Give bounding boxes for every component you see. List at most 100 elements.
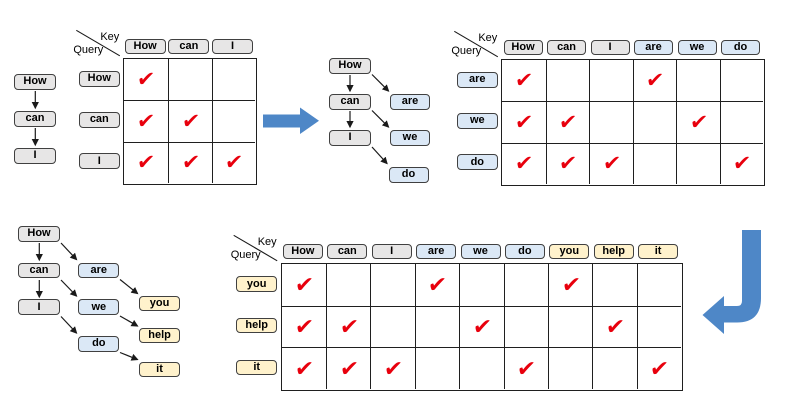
matrix-cell: ✔ — [124, 141, 168, 183]
checkmark-icon: ✔ — [293, 314, 315, 340]
matrix-cell — [370, 305, 415, 348]
axis-diagonal-line — [233, 234, 278, 262]
checkmark-icon: ✔ — [515, 355, 537, 381]
checkmark-icon: ✔ — [338, 314, 360, 340]
matrix-cell: ✔ — [281, 305, 327, 348]
checkmark-icon: ✔ — [136, 109, 157, 133]
matrix-cell: ✔ — [636, 347, 682, 390]
token-i: I — [18, 299, 60, 315]
edge-arrow-icon — [371, 146, 388, 165]
checkmark-icon: ✔ — [136, 151, 157, 175]
matrix-cell: ✔ — [167, 100, 212, 142]
token-how: How — [329, 58, 371, 74]
token-how: How — [18, 226, 60, 242]
matrix-cell — [326, 264, 370, 306]
key-token-can: can — [547, 39, 587, 55]
matrix-cell — [414, 305, 460, 348]
token-can: can — [18, 262, 60, 279]
matrix-cell: ✔ — [167, 141, 212, 183]
checkmark-icon: ✔ — [601, 152, 622, 176]
matrix-cell — [676, 60, 720, 102]
query-token-we: we — [456, 113, 498, 129]
key-token-are: are — [634, 39, 674, 55]
checkmark-icon: ✔ — [688, 110, 709, 134]
matrix-cell: ✔ — [548, 264, 592, 306]
token-you: you — [139, 296, 180, 311]
matrix-cell — [636, 305, 682, 348]
key-token-do: do — [721, 39, 761, 55]
flow-arrow-down-left-icon — [702, 230, 761, 334]
key-axis-label: Key — [100, 31, 120, 44]
key-token-we: we — [460, 243, 501, 259]
checkmark-icon: ✔ — [338, 355, 360, 381]
matrix-cell — [589, 101, 633, 143]
matrix-cell: ✔ — [502, 142, 546, 184]
matrix-cell — [548, 305, 593, 348]
matrix-cell: ✔ — [545, 101, 590, 143]
checkmark-icon: ✔ — [382, 355, 404, 381]
query-axis-label: Query — [451, 44, 482, 57]
token-are: are — [390, 94, 430, 110]
matrix-cell — [459, 347, 504, 390]
matrix-cell — [503, 305, 549, 348]
query-token-it: it — [236, 359, 278, 375]
key-token-do: do — [504, 243, 545, 259]
token-are: are — [78, 262, 120, 279]
token-help: help — [139, 328, 180, 344]
query-axis-label: Query — [73, 43, 104, 56]
key-token-i: I — [212, 38, 254, 54]
matrix-cell — [632, 142, 677, 184]
checkmark-icon: ✔ — [560, 272, 582, 298]
matrix-cell — [211, 100, 256, 142]
checkmark-icon: ✔ — [558, 110, 579, 134]
matrix-cell — [167, 59, 212, 101]
checkmark-icon: ✔ — [514, 110, 535, 134]
checkmark-icon: ✔ — [649, 355, 671, 381]
axis-diagonal-line — [454, 30, 499, 58]
matrix-cell: ✔ — [211, 141, 256, 183]
matrix-cell — [632, 101, 677, 143]
key-token-can: can — [168, 38, 210, 54]
matrix-cell — [545, 60, 590, 102]
query-token-i: I — [78, 153, 120, 169]
matrix-cell: ✔ — [281, 347, 327, 389]
matrix-cell — [719, 101, 764, 143]
matrix-cell — [548, 347, 593, 390]
edge-arrow-icon — [60, 242, 78, 261]
edge-arrow-icon — [371, 74, 390, 92]
key-token-help: help — [593, 243, 634, 259]
axis-diagonal-line — [76, 29, 121, 57]
token-i: I — [14, 148, 56, 164]
matrix-cell: ✔ — [545, 142, 590, 184]
token-i: I — [329, 130, 371, 146]
key-axis-label: Key — [257, 236, 277, 249]
token-can: can — [14, 111, 56, 127]
flow-arrow-right-icon — [263, 107, 319, 134]
checkmark-icon: ✔ — [180, 151, 201, 175]
query-token-are: are — [456, 72, 498, 88]
key-token-it: it — [638, 243, 679, 259]
attention-matrix-step2: ✔✔✔✔✔✔✔✔✔ — [501, 59, 766, 186]
matrix-cell — [459, 264, 503, 306]
checkmark-icon: ✔ — [558, 152, 579, 176]
attention-matrix-step3: ✔✔✔✔✔✔✔✔✔✔✔✔ — [280, 263, 684, 392]
query-token-you: you — [236, 276, 278, 292]
token-can: can — [329, 94, 371, 110]
matrix-cell: ✔ — [414, 264, 459, 306]
key-token-i: I — [590, 39, 630, 55]
matrix-cell: ✔ — [326, 305, 371, 348]
checkmark-icon: ✔ — [293, 272, 315, 298]
checkmark-icon: ✔ — [514, 152, 535, 176]
checkmark-icon: ✔ — [645, 69, 666, 93]
matrix-cell: ✔ — [589, 142, 633, 184]
key-token-you: you — [549, 243, 590, 259]
checkmark-icon: ✔ — [180, 109, 201, 133]
token-it: it — [139, 361, 180, 377]
query-token-help: help — [236, 317, 278, 334]
matrix-cell: ✔ — [676, 101, 720, 143]
query-token-how: How — [78, 71, 120, 87]
query-token-can: can — [78, 112, 120, 128]
key-token-we: we — [677, 39, 717, 55]
